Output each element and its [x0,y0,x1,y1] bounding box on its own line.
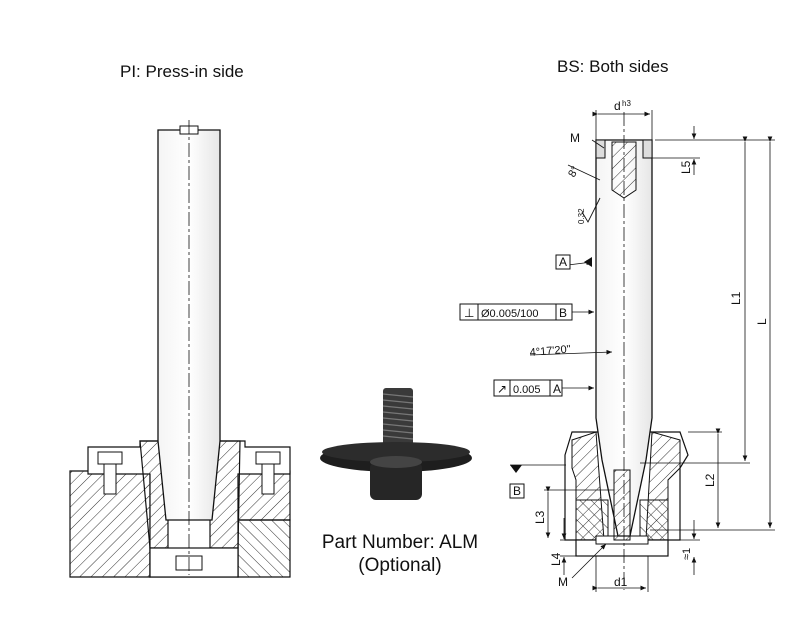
mould-insert-right [237,519,291,578]
taper-angle: 4°17'20" [529,343,571,359]
part-number-caption: Part Number: ALM (Optional) [310,531,490,577]
thread-m-bottom: M [558,575,568,589]
alm-thread [383,388,413,448]
perp-symbol: ⊥ [464,306,474,320]
datum-b-triangle [510,465,522,473]
datum-b-box [509,483,525,499]
runout-tolerance: 0.005 [513,384,541,396]
pi-clamp-screw-right [255,451,281,495]
runout-symbol: ↗ [497,382,507,396]
bottom-screw [613,469,631,541]
dim-d: d [614,99,621,113]
pi-assembly [69,120,291,578]
bs-view-title: BS: Both sides [557,57,669,76]
pi-view-title: PI: Press-in side [120,62,244,81]
dim-d1: d1 [614,575,628,589]
datum-a-label: A [559,255,567,269]
datum-b-label: B [513,484,521,498]
part-number-optional: (Optional) [358,555,442,576]
dim-d-tolerance: h3 [622,99,631,108]
pi-pin-shaft [157,129,221,521]
roughness-value: 0.32 [577,208,586,224]
dim-l4: L4 [549,552,563,566]
perp-datum-ref: B [559,306,567,320]
datum-a-box [555,254,571,270]
chamfer-angle: 8° [566,164,582,179]
dim-l3: L3 [533,510,547,524]
perpendicularity-frame [459,303,573,321]
alm-part-photo [320,388,472,500]
dim-approx-1: ≈1 [681,548,693,560]
dim-l5: L5 [679,160,693,174]
roughness-symbol [581,197,601,223]
part-number-label: Part Number: ALM [321,532,479,553]
alm-head [370,462,422,500]
runout-datum-ref: A [553,382,561,396]
thread-m-top: M [570,131,580,145]
perp-tolerance: Ø0.005/100 [481,308,539,320]
datum-a-triangle [584,257,592,267]
bs-assembly: d h3 M 8° 0.32 A ⊥ Ø0.005/100 B 4°17'20"… [459,99,775,592]
pi-clamp-screw-left [97,451,123,495]
dim-l1: L1 [729,291,743,305]
dim-l2: L2 [703,473,717,487]
runout-frame [493,379,563,397]
dim-l: L [755,318,769,325]
